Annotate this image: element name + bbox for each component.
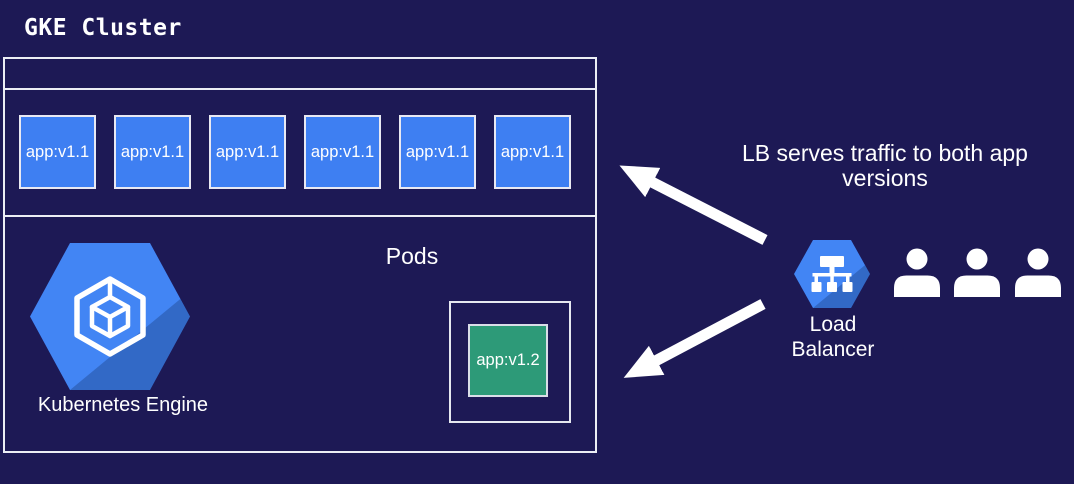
new-pod-outline-box <box>449 301 571 423</box>
gke-cluster-box <box>3 57 597 453</box>
lb-annotation-line2: versions <box>842 165 928 191</box>
cluster-header-divider <box>5 88 595 90</box>
pods-section-divider <box>5 215 595 217</box>
load-balancer-label-line1: Load <box>809 313 857 336</box>
lb-annotation: LB serves traffic to both app versions <box>700 141 1070 191</box>
arrow-lb-to-v12-pod <box>623 299 766 378</box>
pod-app-v11: app:v1.1 <box>304 115 381 189</box>
pod-app-v11: app:v1.1 <box>494 115 571 189</box>
pods-section-label: Pods <box>385 243 439 269</box>
user-icon <box>954 248 1000 297</box>
pod-app-v12: app:v1.2 <box>468 324 548 397</box>
load-balancer-icon <box>794 240 870 308</box>
pod-app-v11: app:v1.1 <box>399 115 476 189</box>
diagram-title: GKE Cluster <box>24 15 182 41</box>
load-balancer-label: Load Balancer <box>768 312 898 362</box>
user-icon <box>1015 248 1061 297</box>
pod-app-v11: app:v1.1 <box>19 115 96 189</box>
kubernetes-engine-label: Kubernetes Engine <box>37 394 209 416</box>
load-balancer-label-line2: Balancer <box>791 338 875 361</box>
pod-app-v11: app:v1.1 <box>114 115 191 189</box>
user-icon <box>894 248 940 297</box>
pods-row: app:v1.1 app:v1.1 app:v1.1 app:v1.1 app:… <box>19 115 571 189</box>
lb-annotation-line1: LB serves traffic to both app <box>742 140 1028 166</box>
pod-app-v11: app:v1.1 <box>209 115 286 189</box>
kubernetes-engine-icon <box>30 243 190 390</box>
